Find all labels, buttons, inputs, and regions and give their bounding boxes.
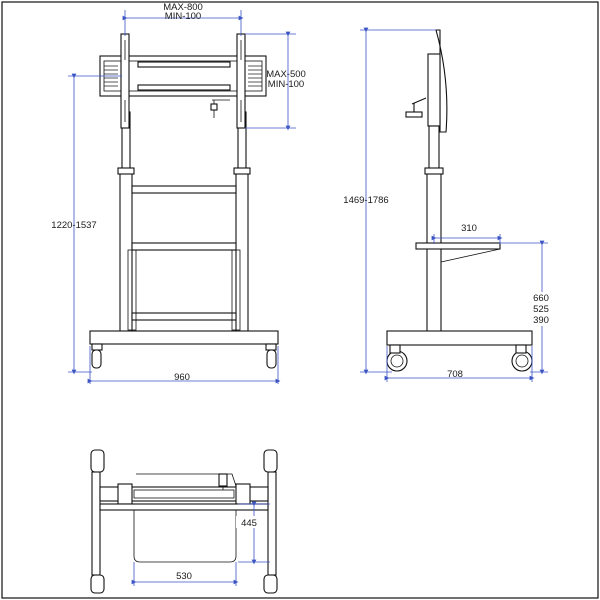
- label-mount-height-min: MIN-100: [268, 79, 304, 90]
- side-shelf-brace: [440, 248, 501, 263]
- front-left-pole-lower: [119, 169, 133, 337]
- side-base: [386, 330, 533, 346]
- top-clamp-left: [117, 483, 133, 505]
- side-caster-right-mount: [515, 344, 527, 354]
- top-dim-shelf-width: [131, 562, 239, 586]
- side-collar: [424, 167, 444, 175]
- top-handle: [218, 473, 228, 487]
- front-left-bracket: [127, 249, 137, 331]
- front-left-caster-wheel: [91, 349, 102, 369]
- top-mount-bar: [99, 486, 269, 502]
- side-caster-right-hub: [515, 354, 529, 368]
- front-mount-rail-bottom: [137, 84, 231, 91]
- side-caster-left: [386, 350, 408, 372]
- label-shelf-height-low: 390: [533, 315, 549, 326]
- top-mount-bar-slot: [133, 489, 235, 499]
- label-side-height-range: 1469-1786: [343, 195, 388, 206]
- label-mount-width-min: MIN-100: [165, 11, 201, 22]
- label-top-shelf-depth: 445: [241, 518, 257, 529]
- side-view: 1469-1786 310 660 525 390 708: [343, 27, 556, 382]
- label-shelf-height-high: 660: [533, 293, 549, 304]
- label-base-depth: 708: [447, 369, 463, 380]
- front-crossbar-top: [131, 185, 237, 194]
- label-shelf-depth: 310: [461, 223, 477, 234]
- side-pole-upper: [428, 125, 440, 173]
- front-mount-rail-top: [137, 61, 231, 68]
- side-caster-left-mount: [389, 344, 401, 354]
- front-dim-base-width: [87, 346, 281, 384]
- front-left-collar: [117, 167, 135, 175]
- front-view: MAX-800 MIN-100 MAX-500 MIN-100 1220-153…: [51, 2, 306, 384]
- top-shelf-back-edge: [136, 473, 237, 487]
- top-caster-front-left: [90, 449, 105, 473]
- side-caster-left-hub: [390, 354, 404, 368]
- side-pole-lower: [426, 169, 442, 333]
- shelf-height-label-bg: [530, 292, 556, 326]
- front-base-bar: [89, 330, 279, 345]
- front-right-caster-mount: [265, 343, 277, 351]
- side-mount-block: [427, 53, 441, 127]
- front-mount-hatching: [104, 65, 262, 87]
- label-base-width: 960: [174, 372, 190, 383]
- side-caster-right: [511, 350, 533, 372]
- side-dim-shelf-depth: [431, 234, 503, 244]
- top-stiffener: [99, 503, 269, 511]
- front-left-caster-mount: [91, 343, 103, 351]
- top-view: 445 530: [90, 449, 278, 594]
- front-right-pole-lower: [235, 169, 249, 337]
- front-right-bracket: [231, 249, 241, 331]
- front-vesa-arm-slots: [124, 40, 242, 122]
- front-crossbar-bottom: [131, 312, 237, 321]
- front-dim-mount-width: [122, 10, 244, 36]
- top-dim-shelf-depth: [238, 501, 270, 565]
- label-mount-height-max: MAX-500: [266, 69, 306, 80]
- label-front-height-range: 1220-1537: [51, 220, 96, 231]
- side-tv-panel: [435, 29, 448, 133]
- front-dim-mount-height: [245, 31, 296, 131]
- top-shelf-depth-label-bg: [236, 516, 262, 528]
- top-clamp-right: [235, 483, 251, 505]
- front-right-caster-wheel: [266, 349, 277, 369]
- top-shelf-outline: [133, 510, 237, 563]
- top-caster-rear-left: [90, 574, 105, 594]
- top-rail-right: [267, 471, 277, 576]
- top-rail-left: [91, 471, 101, 576]
- side-dim-base-depth: [384, 346, 535, 382]
- label-top-shelf-width: 530: [176, 571, 192, 582]
- front-dim-total-height: [68, 73, 122, 375]
- front-knob: [210, 103, 218, 111]
- top-caster-front-right: [263, 449, 278, 473]
- front-crossbar-middle: [131, 242, 237, 251]
- side-shelf: [415, 242, 501, 250]
- label-shelf-height-mid: 525: [533, 304, 549, 315]
- top-caster-rear-right: [263, 574, 278, 594]
- side-crank-handle: [405, 111, 423, 118]
- label-mount-width-max: MAX-800: [163, 2, 203, 13]
- front-right-collar: [233, 167, 251, 175]
